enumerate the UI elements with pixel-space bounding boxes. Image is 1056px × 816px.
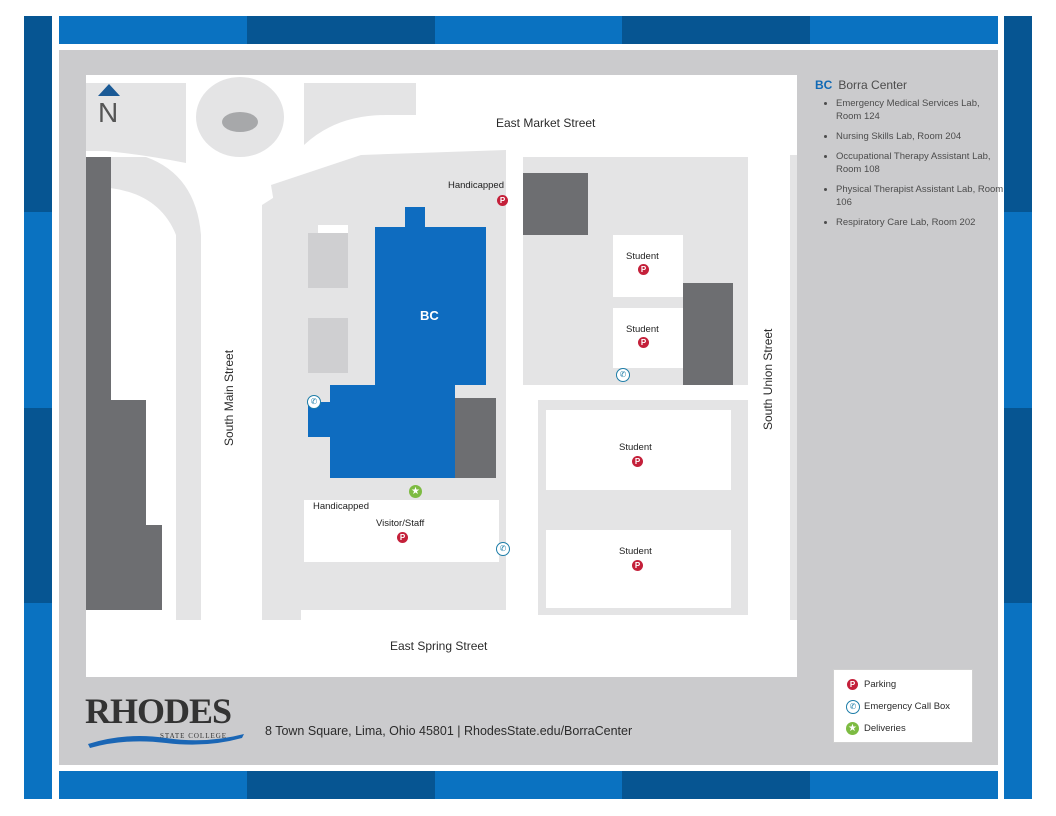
parking-pin-icon: P — [847, 679, 858, 690]
building-east — [683, 283, 733, 385]
legend-parking: Parking — [864, 679, 897, 690]
logo-subtitle: STATE COLLEGE — [160, 732, 228, 740]
planter-2 — [308, 318, 348, 373]
planter-1 — [308, 233, 348, 288]
label-student-2: Student — [626, 324, 659, 335]
label-student-1: Student — [626, 251, 659, 262]
key-building-code: BC — [815, 78, 833, 92]
parking-pin-icon: P — [632, 560, 643, 571]
phone-icon: ✆ — [616, 368, 630, 382]
frame-right — [1004, 16, 1032, 799]
building-bc-annex — [455, 398, 496, 478]
parking-pin-icon: P — [497, 195, 508, 206]
list-item: Nursing Skills Lab, Room 204 — [836, 130, 1006, 143]
legend-deliveries: Deliveries — [864, 723, 906, 734]
phone-icon: ✆ — [846, 700, 860, 714]
west-lot — [86, 157, 201, 620]
label-handicapped-top: Handicapped — [448, 180, 504, 191]
frame-top — [59, 16, 998, 44]
key-building-name: Borra Center — [838, 78, 908, 92]
label-student-3: Student — [619, 442, 652, 453]
main-median — [262, 180, 301, 620]
east-edge — [790, 155, 797, 620]
frame-bottom — [59, 771, 998, 799]
building-ne — [523, 173, 588, 235]
plaza-nw — [86, 83, 186, 163]
street-south-main: South Main Street — [222, 349, 236, 446]
building-code-label: BC — [420, 308, 439, 323]
plaza-ne — [304, 83, 416, 145]
visitor-lot-inner — [304, 500, 499, 562]
street-east-spring: East Spring Street — [390, 639, 488, 653]
legend-callbox: Emergency Call Box — [864, 701, 951, 712]
room-list: Emergency Medical Services Lab, Room 124… — [822, 97, 1006, 236]
campus-map — [86, 77, 797, 620]
parking-pin-icon: P — [638, 337, 649, 348]
parking-pin-icon: P — [632, 456, 643, 467]
fountain — [222, 112, 258, 132]
parking-pin-icon: P — [638, 264, 649, 275]
market-median — [271, 150, 506, 215]
list-item: Occupational Therapy Assistant Lab, Room… — [836, 150, 1006, 176]
label-handicapped-bottom: Handicapped — [313, 501, 369, 512]
frame-left — [24, 16, 52, 799]
north-arrow-icon — [98, 84, 120, 96]
list-item: Respiratory Care Lab, Room 202 — [836, 216, 1006, 229]
label-student-4: Student — [619, 546, 652, 557]
student-lot-3 — [546, 410, 731, 490]
building-west — [86, 157, 162, 610]
logo-swoosh — [88, 734, 244, 748]
north-label: N — [98, 97, 119, 128]
star-icon: ★ — [409, 485, 422, 498]
label-visitor-staff: Visitor/Staff — [376, 518, 425, 529]
phone-icon: ✆ — [496, 542, 510, 556]
list-item: Physical Therapist Assistant Lab, Room 1… — [836, 183, 1006, 209]
street-south-union: South Union Street — [761, 328, 775, 430]
borra-center-building — [308, 207, 486, 478]
legend: P Parking ✆ Emergency Call Box ★ Deliver… — [833, 669, 973, 743]
key-title: BC Borra Center — [815, 78, 907, 92]
parking-pin-icon: P — [397, 532, 408, 543]
list-item: Emergency Medical Services Lab, Room 124 — [836, 97, 1006, 123]
star-icon: ★ — [846, 722, 859, 735]
street-east-market: East Market Street — [496, 116, 596, 130]
phone-icon: ✆ — [307, 395, 321, 409]
footer-address: 8 Town Square, Lima, Ohio 45801 | Rhodes… — [265, 724, 633, 738]
rhodes-logo: RHODES — [85, 691, 232, 731]
student-lot-2 — [613, 308, 683, 368]
